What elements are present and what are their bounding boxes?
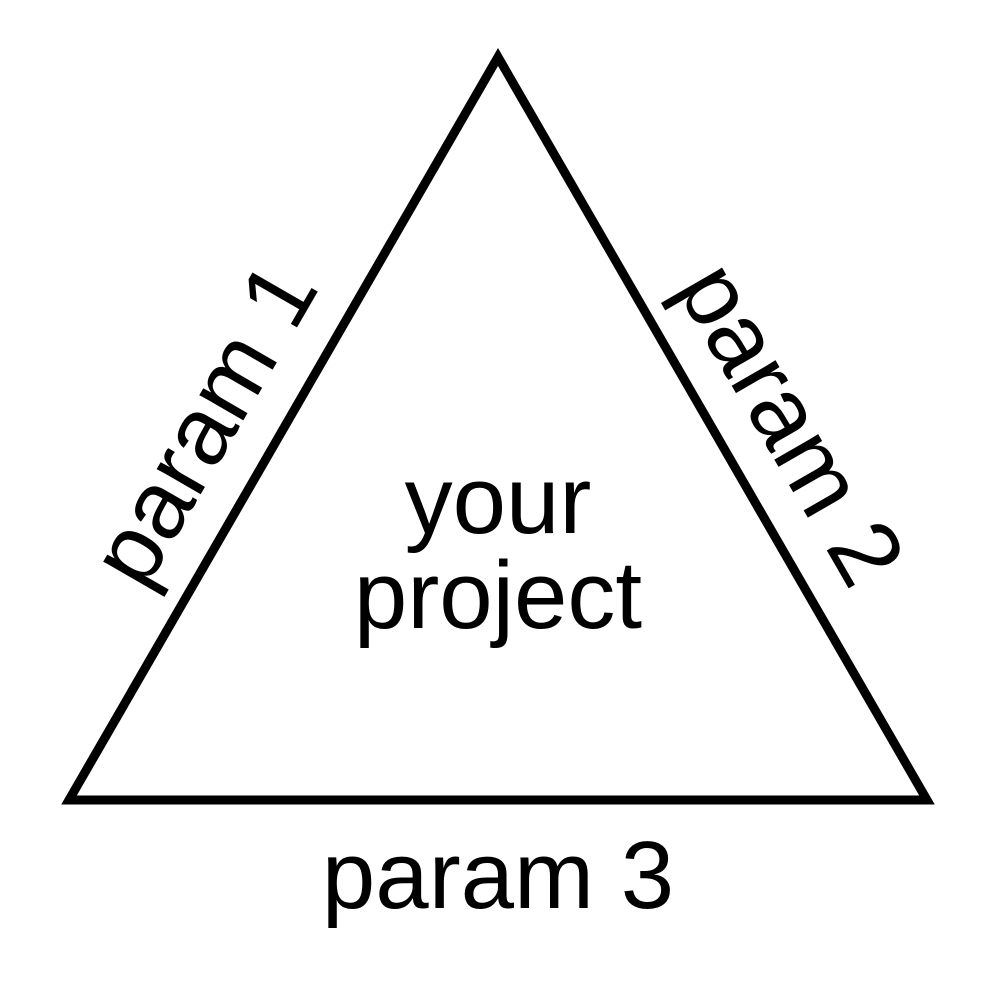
center-label-line-2: project bbox=[354, 542, 642, 649]
bottom-edge-label: param 3 bbox=[322, 822, 674, 929]
center-label-line-1: your bbox=[405, 447, 592, 554]
triangle-shape bbox=[61, 48, 935, 805]
